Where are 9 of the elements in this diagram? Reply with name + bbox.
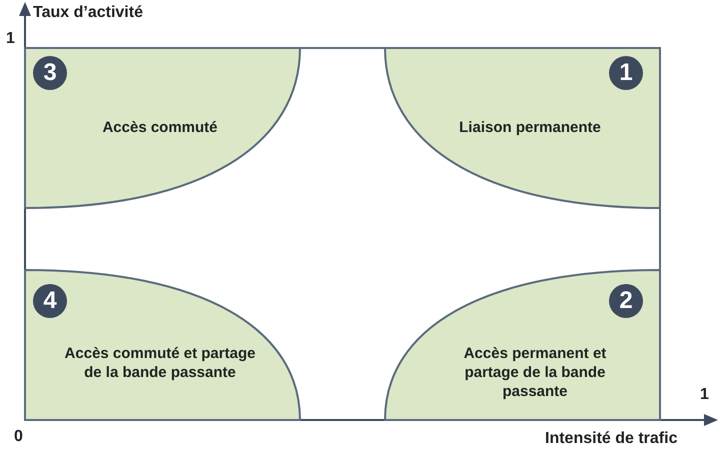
axis-title: Intensité de trafic <box>545 430 678 448</box>
quadrant-label: Accès commuté et partage de la bande passante <box>64 344 256 382</box>
axis-tick-label: 0 <box>14 428 23 446</box>
axis-tick-label: 1 <box>700 386 709 404</box>
quadrant-label: Accès permanent et partage de la bande passante <box>462 344 608 401</box>
axis-tick-label: 1 <box>6 30 15 48</box>
axis-title: Taux d’activité <box>33 4 143 22</box>
quadrant-label: Liaison permanente <box>458 118 602 137</box>
quadrant-label: Accès commuté <box>101 118 219 137</box>
